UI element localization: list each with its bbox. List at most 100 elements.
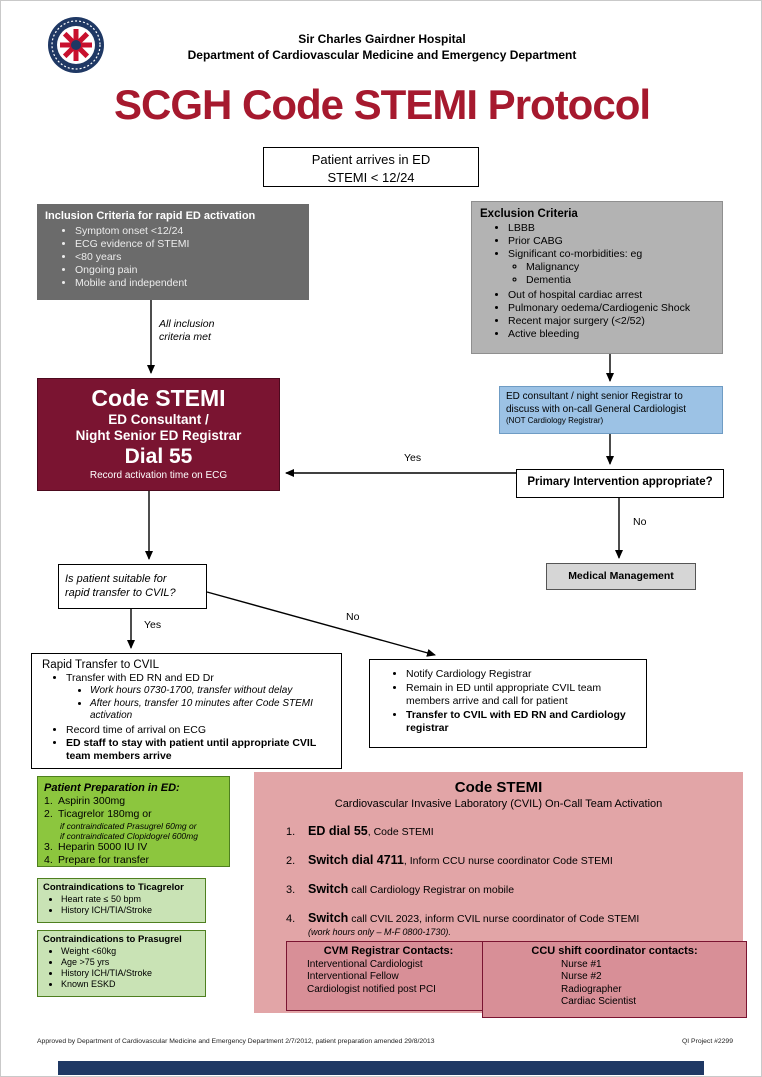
contraindications-prasugrel-box: Contraindications to Prasugrel Weight <6… (37, 930, 206, 997)
all-inclusion-line2: criteria met (159, 331, 211, 343)
code-stemi-title: Code STEMI (91, 385, 226, 411)
code-stemi-dial: Dial 55 (124, 445, 193, 468)
activation-step: 3. Switch call Cardiology Registrar on m… (286, 880, 743, 898)
prasugrel-title: Contraindications to Prasugrel (43, 934, 182, 945)
activation-title: Code STEMI (454, 779, 543, 796)
code-stemi-activation-box: Code STEMI ED Consultant / Night Senior … (37, 378, 280, 491)
rapid-subitem: Work hours 0730-1700, transfer without d… (90, 685, 335, 698)
approval-note: Approved by Department of Cardiovascular… (37, 1038, 435, 1045)
ticagrelor-item: History ICH/TIA/Stroke (61, 905, 200, 916)
no-label-primary: No (633, 516, 647, 528)
step-number: 4. (286, 913, 296, 925)
exclusion-sublist: Malignancy Dementia (480, 261, 714, 287)
prep-item-text: Ticagrelor 180mg or (58, 808, 152, 820)
footer-bar (58, 1061, 704, 1075)
inclusion-criteria-box: Inclusion Criteria for rapid ED activati… (37, 204, 309, 300)
primary-intervention-box: Primary Intervention appropriate? (516, 469, 724, 498)
rapid-subitem: After hours, transfer 10 minutes after C… (90, 698, 335, 723)
notify-cardiology-box: Notify Cardiology Registrar Remain in ED… (369, 659, 647, 748)
exclusion-item: Out of hospital cardiac arrest (508, 289, 714, 302)
ticagrelor-item: Heart rate ≤ 50 bpm (61, 894, 200, 905)
ccu-contact: Cardiac Scientist (561, 996, 637, 1007)
inclusion-item: Ongoing pain (75, 264, 301, 277)
cvil-activation-box: Code STEMI Cardiovascular Invasive Labor… (254, 772, 747, 1018)
activation-subtitle: Cardiovascular Invasive Laboratory (CVIL… (334, 798, 663, 810)
contraindications-ticagrelor-box: Contraindications to Ticagrelor Heart ra… (37, 878, 206, 923)
cvm-contact: Interventional Cardiologist (307, 958, 423, 970)
suitable-line1: Is patient suitable for (65, 573, 167, 585)
inclusion-item: ECG evidence of STEMI (75, 238, 301, 251)
activation-step: 2. Switch dial 4711, Inform CCU nurse co… (286, 851, 743, 869)
exclusion-title: Exclusion Criteria (480, 208, 578, 220)
department-name: Department of Cardiovascular Medicine an… (187, 48, 577, 62)
exclusion-item: Recent major surgery (<2/52) (508, 315, 714, 328)
step-rest-text: call CVIL 2023, inform CVIL nurse coordi… (348, 913, 640, 925)
prasugrel-item: Weight <60kg (61, 946, 200, 957)
code-stemi-line1: ED Consultant / (108, 412, 209, 427)
ccu-contact: Nurse #2 (561, 971, 602, 982)
header-block: Sir Charles Gairdner Hospital Department… (1, 31, 761, 63)
prep-item: 3. Heparin 5000 IU IV (44, 841, 223, 854)
hospital-logo (48, 17, 104, 73)
exclusion-list: LBBB Prior CABG Significant co-morbiditi… (480, 222, 714, 261)
prep-item-number: 3. (44, 841, 53, 853)
patient-arrives-line2: STEMI < 12/24 (327, 170, 415, 185)
hospital-name: Sir Charles Gairdner Hospital (298, 32, 466, 46)
step-rest-text: call Cardiology Registrar on mobile (348, 884, 515, 896)
cvm-contacts-box: CVM Registrar Contacts: Interventional C… (286, 941, 491, 1011)
patient-arrives-line1: Patient arrives in ED (311, 152, 431, 167)
medical-management-box: Medical Management (546, 563, 696, 590)
prep-subnote: if contraindicated Clopidogrel 600mg (60, 831, 198, 841)
exclusion-item: Prior CABG (508, 235, 714, 248)
exclusion-item: Active bleeding (508, 328, 714, 341)
suitable-line2: rapid transfer to CVIL? (65, 587, 176, 599)
cardiologist-note: (NOT Cardiology Registrar) (506, 416, 604, 425)
exclusion-list-bottom: Out of hospital cardiac arrest Pulmonary… (480, 289, 714, 341)
exclusion-item: Pulmonary oedema/Cardiogenic Shock (508, 302, 714, 315)
notify-item-bold: Transfer to CVIL with ED RN and Cardiolo… (406, 709, 640, 736)
inclusion-list: Symptom onset <12/24 ECG evidence of STE… (45, 225, 301, 290)
exclusion-subitem: Malignancy (526, 261, 714, 274)
inclusion-item: Symptom onset <12/24 (75, 225, 301, 238)
cardiologist-text: ED consultant / night senior Registrar t… (506, 391, 687, 415)
no-label-transfer: No (346, 611, 360, 623)
prep-item-number: 2. (44, 808, 53, 820)
inclusion-item: <80 years (75, 251, 301, 264)
qi-project-note: QI Project #2299 (681, 1038, 733, 1045)
page-title: SCGH Code STEMI Protocol (113, 81, 651, 128)
suitable-transfer-question-box: Is patient suitable for rapid transfer t… (58, 564, 207, 609)
rapid-transfer-title: Rapid Transfer to CVIL (42, 659, 159, 671)
step-rest-text: , Inform CCU nurse coordinator Code STEM… (403, 855, 613, 867)
logo-cross-icon (60, 29, 92, 61)
prasugrel-item: History ICH/TIA/Stroke (61, 968, 200, 979)
rapid-item-bold: ED staff to stay with patient until appr… (66, 737, 335, 763)
ccu-contact: Nurse #1 (561, 958, 602, 970)
rapid-transfer-box: Rapid Transfer to CVIL Transfer with ED … (31, 653, 342, 769)
step-bold-text: Switch dial 4711 (308, 853, 404, 867)
rapid-list: Transfer with ED RN and ED Dr (38, 672, 335, 685)
notify-item: Notify Cardiology Registrar (406, 668, 640, 682)
notify-list: Notify Cardiology Registrar Remain in ED… (376, 668, 640, 736)
rapid-item: Transfer with ED RN and ED Dr (66, 672, 335, 685)
step4-note: (work hours only – M-F 0800-1730). (308, 927, 451, 937)
all-inclusion-line1: All inclusion (159, 318, 215, 330)
step-bold-text: ED dial 55 (308, 824, 368, 838)
ccu-contacts-box: CCU shift coordinator contacts: Nurse #1… (482, 941, 747, 1018)
prep-title: Patient Preparation in ED: (44, 782, 180, 794)
inclusion-item: Mobile and independent (75, 277, 301, 290)
ticagrelor-list: Heart rate ≤ 50 bpm History ICH/TIA/Stro… (43, 894, 200, 916)
prasugrel-item: Known ESKD (61, 979, 200, 990)
arrow-suitable-no-to-notify (206, 591, 436, 657)
prep-item-number: 1. (44, 795, 53, 807)
logo-lettering-ring (51, 20, 101, 70)
prasugrel-item: Age >75 yrs (61, 957, 200, 968)
exclusion-item: Significant co-morbidities: eg (508, 248, 714, 261)
cvm-contact: Interventional Fellow (307, 971, 399, 982)
code-stemi-footer: Record activation time on ECG (89, 470, 228, 481)
prep-item-text: Aspirin 300mg (58, 795, 126, 807)
inclusion-title: Inclusion Criteria for rapid ED activati… (45, 210, 256, 222)
code-stemi-line2: Night Senior ED Registrar (75, 428, 242, 443)
step-number: 2. (286, 855, 296, 867)
patient-arrives-box: Patient arrives in ED STEMI < 12/24 (263, 147, 479, 187)
